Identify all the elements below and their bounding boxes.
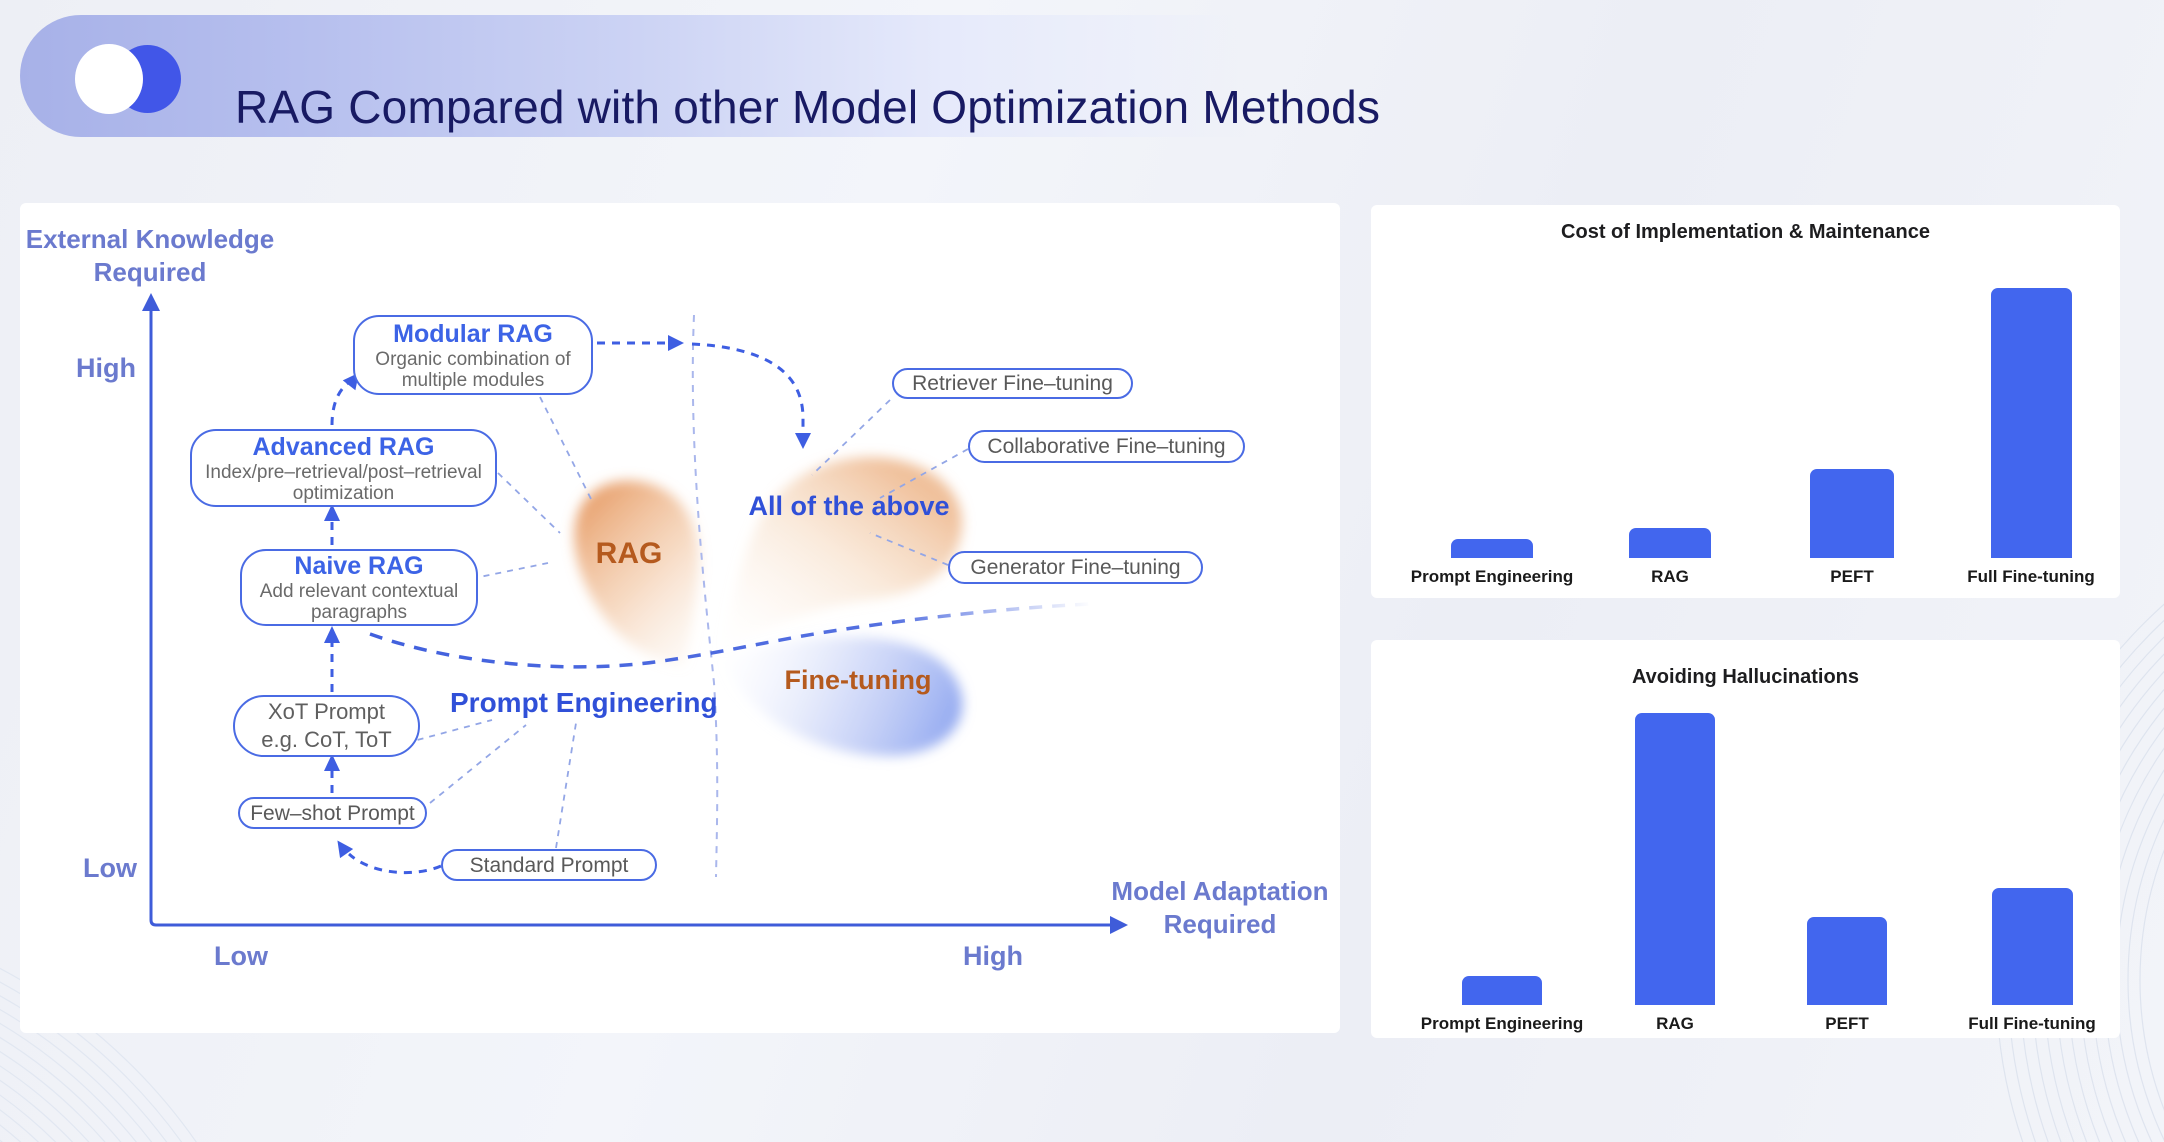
- box-title: Modular RAG: [393, 319, 553, 348]
- chart-title: Cost of Implementation & Maintenance: [1561, 221, 1930, 243]
- chart-title: Avoiding Hallucinations: [1631, 666, 1860, 688]
- x-axis-high-label: High: [963, 941, 1023, 971]
- connector-standard-to-prompt-engineering: [555, 722, 577, 849]
- zone-label-all-of-the-above: All of the above: [748, 491, 950, 521]
- category-label-rag: RAG: [1651, 567, 1689, 586]
- category-label-prompt-engineering: Prompt Engineering: [1410, 567, 1574, 586]
- connector-fewshot-to-prompt-engineering: [429, 724, 527, 804]
- box-collaborative-fine-tuning: Collaborative Fine–tuning: [968, 430, 1245, 463]
- arrow-advanced-to-modular: [330, 381, 349, 426]
- y-axis-arrowhead: [142, 293, 160, 311]
- y-axis-high-label: High: [76, 353, 136, 383]
- connector-modular-to-rag-blob: [539, 396, 593, 502]
- box-desc: Organic combination of multiple modules: [375, 348, 571, 391]
- x-axis-low-label: Low: [214, 941, 268, 971]
- arrowhead-right: [668, 335, 684, 351]
- bar-prompt-engineering: [1462, 976, 1542, 1005]
- axis-lines: [149, 303, 1116, 927]
- box-title: Advanced RAG: [252, 432, 435, 461]
- toggle-icon: [75, 44, 205, 116]
- x-axis-title: Model Adaptation Required: [1111, 876, 1329, 939]
- box-retriever-fine-tuning: Retriever Fine–tuning: [892, 368, 1133, 399]
- bar-peft: [1810, 469, 1894, 558]
- category-label-peft: PEFT: [1825, 1014, 1869, 1033]
- box-desc: Add relevant contextual paragraphs: [259, 581, 459, 623]
- category-label-full-fine-tuning: Full Fine-tuning: [1968, 1014, 2096, 1033]
- box-standard-prompt: Standard Prompt: [441, 849, 657, 881]
- arrowhead-to-fewshot: [337, 840, 354, 859]
- axis-arrowheads: [142, 293, 1128, 934]
- box-label: Standard Prompt: [469, 853, 629, 877]
- horizontal-dashed-swoosh: [369, 602, 1093, 669]
- toggle-white-circle-icon: [75, 44, 143, 114]
- header-banner: RAG Compared with other Model Optimizati…: [20, 15, 1565, 137]
- arrowhead-up-2: [324, 626, 340, 643]
- zone-label-fine-tuning: Fine-tuning: [784, 665, 932, 695]
- box-desc: Index/pre–retrieval/post–retrieval optim…: [205, 461, 482, 504]
- upgrade-chain-arrows: [330, 341, 805, 875]
- box-line2: e.g. CoT, ToT: [261, 727, 392, 752]
- cost-chart-plot-area: [1371, 205, 2120, 558]
- box-line1: XoT Prompt: [268, 699, 385, 724]
- cost-chart-panel: Cost of Implementation & Maintenance Pro…: [1371, 205, 2120, 598]
- quadrant-diagram-panel: External Knowledge Required Model Adapta…: [20, 203, 1340, 1033]
- y-axis-low-label: Low: [83, 853, 137, 883]
- box-xot-prompt: XoT Prompt e.g. CoT, ToT: [233, 695, 420, 757]
- bar-peft: [1807, 917, 1887, 1005]
- box-label: Few–shot Prompt: [250, 801, 415, 825]
- category-label-prompt-engineering: Prompt Engineering: [1420, 1014, 1584, 1033]
- bar-prompt-engineering: [1451, 539, 1533, 558]
- bar-full-fine-tuning: [1991, 288, 2072, 558]
- all-of-the-above-zone-blob: [720, 457, 963, 652]
- box-title: Naive RAG: [294, 552, 424, 580]
- category-label-peft: PEFT: [1830, 567, 1874, 586]
- hallucinations-chart-plot-area: [1371, 640, 2120, 1005]
- bar-rag: [1635, 713, 1715, 1005]
- box-label: Retriever Fine–tuning: [912, 372, 1113, 395]
- arrowhead-up-3: [324, 504, 340, 521]
- fine-tuning-zone-blob: [723, 636, 963, 756]
- vertical-dashed-divider: [691, 314, 719, 878]
- arrowhead-up-1: [324, 754, 340, 771]
- category-label-full-fine-tuning: Full Fine-tuning: [1967, 567, 2095, 586]
- arrow-standard-to-fewshot: [347, 852, 442, 875]
- box-label: Generator Fine–tuning: [970, 556, 1181, 579]
- box-few-shot-prompt: Few–shot Prompt: [238, 797, 427, 829]
- y-axis-title: External Knowledge Required: [25, 224, 275, 287]
- arrowhead-down: [795, 433, 811, 449]
- box-generator-fine-tuning: Generator Fine–tuning: [948, 551, 1203, 584]
- rag-zone-blob: [574, 480, 700, 666]
- arrowheads: [324, 335, 811, 859]
- axes: [149, 303, 1116, 927]
- box-label: Collaborative Fine–tuning: [987, 435, 1226, 458]
- box-advanced-rag: Advanced RAG Index/pre–retrieval/post–re…: [190, 429, 497, 507]
- arrow-modular-to-all-curve: [691, 342, 805, 431]
- hallucinations-chart-panel: Avoiding Hallucinations Prompt Engineeri…: [1371, 640, 2120, 1038]
- zone-label-rag: RAG: [595, 537, 663, 570]
- page-title: RAG Compared with other Model Optimizati…: [235, 80, 1381, 133]
- zone-label-prompt-engineering: Prompt Engineering: [450, 687, 718, 718]
- bar-rag: [1629, 528, 1711, 558]
- x-axis-arrowhead: [1110, 916, 1128, 934]
- box-naive-rag: Naive RAG Add relevant contextual paragr…: [240, 549, 478, 626]
- category-label-rag: RAG: [1656, 1014, 1694, 1033]
- connector-collaborative-to-all-blob: [879, 448, 969, 499]
- bar-full-fine-tuning: [1992, 888, 2073, 1005]
- box-modular-rag: Modular RAG Organic combination of multi…: [353, 315, 593, 395]
- connector-xot-to-prompt-engineering: [405, 719, 493, 744]
- connector-generator-to-all-blob: [869, 532, 949, 566]
- connector-advanced-to-rag-blob: [497, 472, 561, 534]
